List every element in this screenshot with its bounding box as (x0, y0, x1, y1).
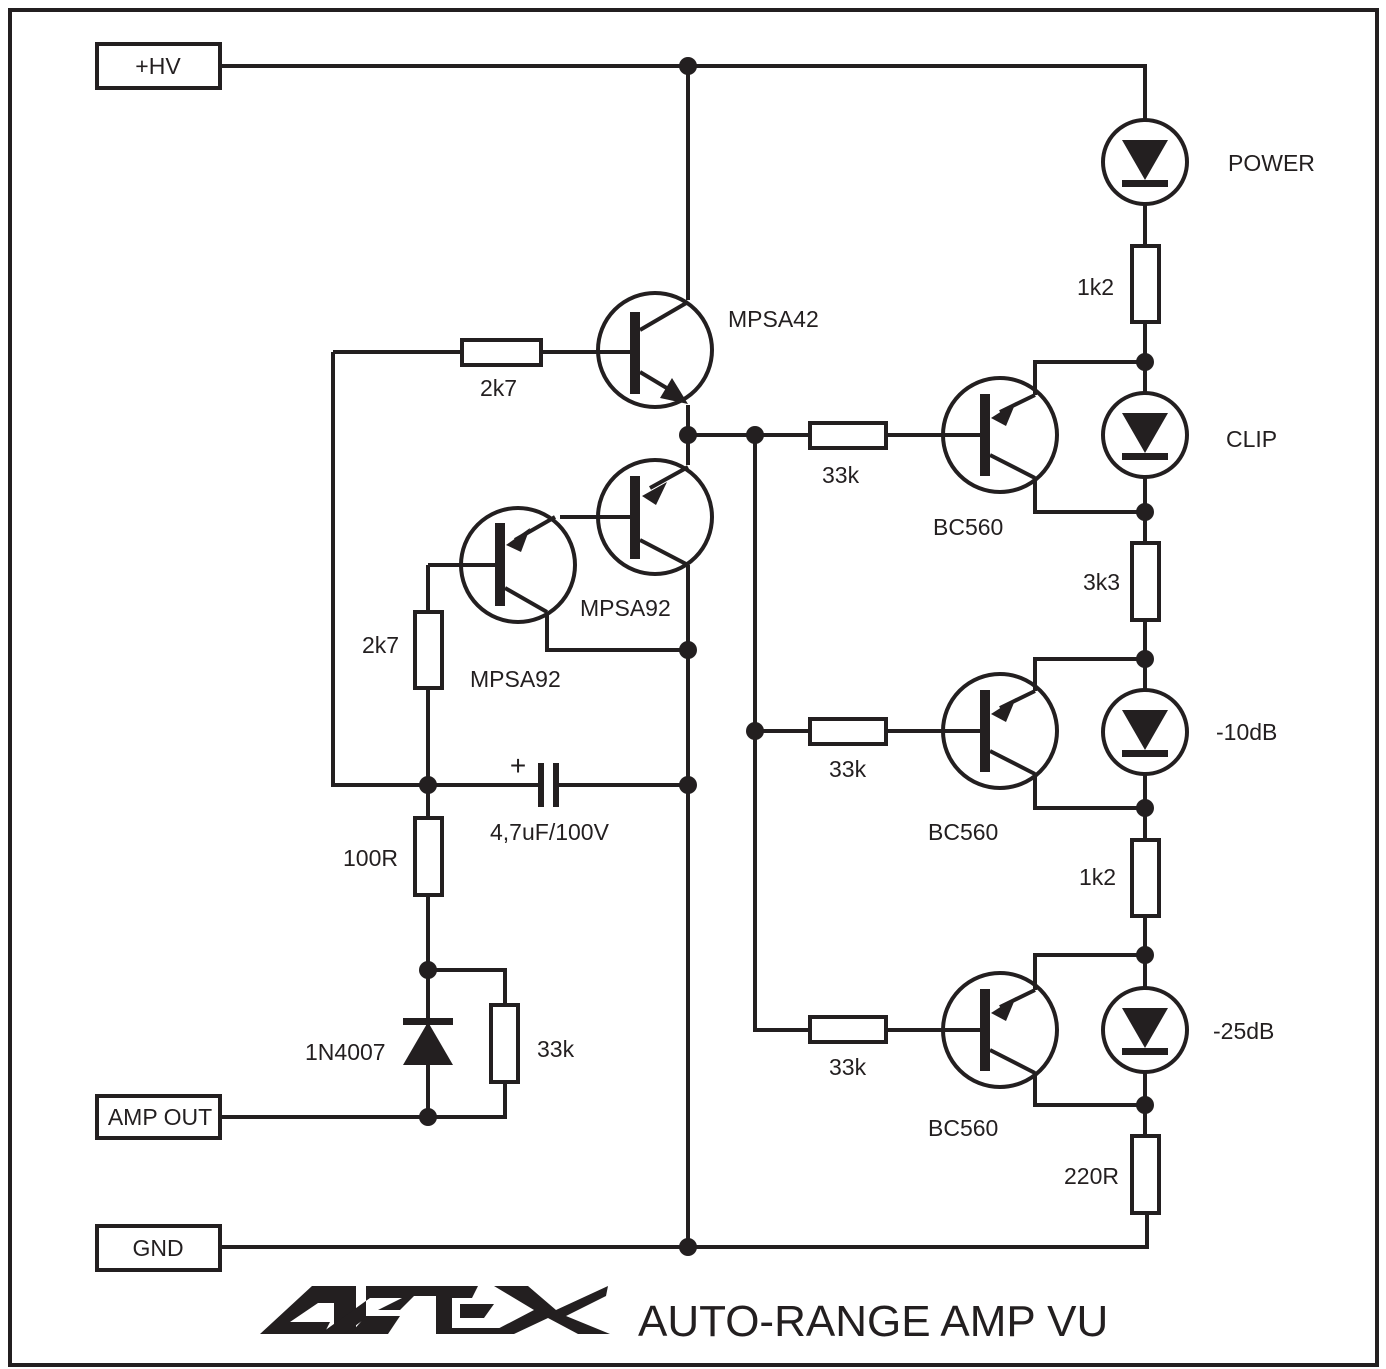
label-r-33k-diode: 33k (537, 1036, 575, 1062)
transistor-bc560-2 (941, 672, 1059, 790)
label-capacitor: 4,7uF/100V (490, 819, 610, 845)
resistor-1k2-power (1130, 244, 1161, 324)
label-led-minus-10db: -10dB (1216, 719, 1277, 745)
label-q2: MPSA92 (580, 595, 671, 621)
transistor-bc560-1 (941, 376, 1059, 494)
capacitor-polarity: + (510, 750, 526, 781)
transistor-mpsa92-right (596, 458, 714, 576)
labels: MPSA42 MPSA92 MPSA92 BC560 BC560 BC560 2… (305, 150, 1315, 1189)
resistor-33k-1 (808, 421, 888, 450)
resistor-33k-2 (808, 717, 888, 746)
resistor-2k7-q3 (413, 610, 444, 690)
transistor-mpsa42 (596, 291, 714, 409)
resistor-33k-diode (489, 1003, 520, 1084)
led-minus-10db (1101, 688, 1189, 776)
led-minus-25db (1101, 986, 1189, 1074)
resistor-33k-3 (808, 1015, 888, 1044)
amp-out-connector: AMP OUT (95, 1094, 222, 1140)
transistor-bc560-3 (941, 971, 1059, 1089)
label-q6: BC560 (928, 1115, 998, 1141)
junctions (419, 57, 1154, 1256)
label-q3: MPSA92 (470, 666, 561, 692)
label-led-power: POWER (1228, 150, 1315, 176)
gnd-connector: GND (95, 1224, 222, 1272)
led-power (1101, 118, 1189, 206)
label-r-33k-2: 33k (829, 756, 867, 782)
frame (8, 8, 1379, 1367)
hv-label: +HV (135, 53, 181, 79)
hv-connector: +HV (95, 42, 222, 90)
label-r-100r: 100R (343, 845, 398, 871)
label-r-2k7-q3: 2k7 (362, 632, 399, 658)
label-q4: BC560 (933, 514, 1003, 540)
led-clip (1101, 391, 1189, 479)
amp-out-label: AMP OUT (108, 1104, 212, 1130)
label-led-clip: CLIP (1226, 426, 1277, 452)
resistor-100r (413, 816, 444, 897)
label-r-3k3: 3k3 (1083, 569, 1120, 595)
label-r-33k-3: 33k (829, 1054, 867, 1080)
diode-1n4007 (403, 1018, 453, 1065)
label-led-minus-25db: -25dB (1213, 1018, 1274, 1044)
label-r-1k2-power: 1k2 (1077, 274, 1114, 300)
footer-title: AUTO-RANGE AMP VU (638, 1297, 1108, 1346)
transistor-mpsa92-left (459, 506, 577, 624)
label-q5: BC560 (928, 819, 998, 845)
label-diode: 1N4007 (305, 1039, 386, 1065)
label-r-2k7-q1: 2k7 (480, 375, 517, 401)
resistor-220r (1130, 1134, 1161, 1215)
resistor-2k7-q1 (460, 338, 543, 367)
gnd-label: GND (132, 1235, 183, 1261)
apex-logo (260, 1286, 610, 1334)
label-r-33k-1: 33k (822, 462, 860, 488)
capacitor: + (510, 750, 559, 807)
resistor-3k3 (1130, 541, 1161, 622)
resistors (413, 244, 1161, 1215)
resistor-1k2 (1130, 838, 1161, 918)
label-q1: MPSA42 (728, 306, 819, 332)
label-r-1k2: 1k2 (1079, 864, 1116, 890)
label-r-220r: 220R (1064, 1163, 1119, 1189)
